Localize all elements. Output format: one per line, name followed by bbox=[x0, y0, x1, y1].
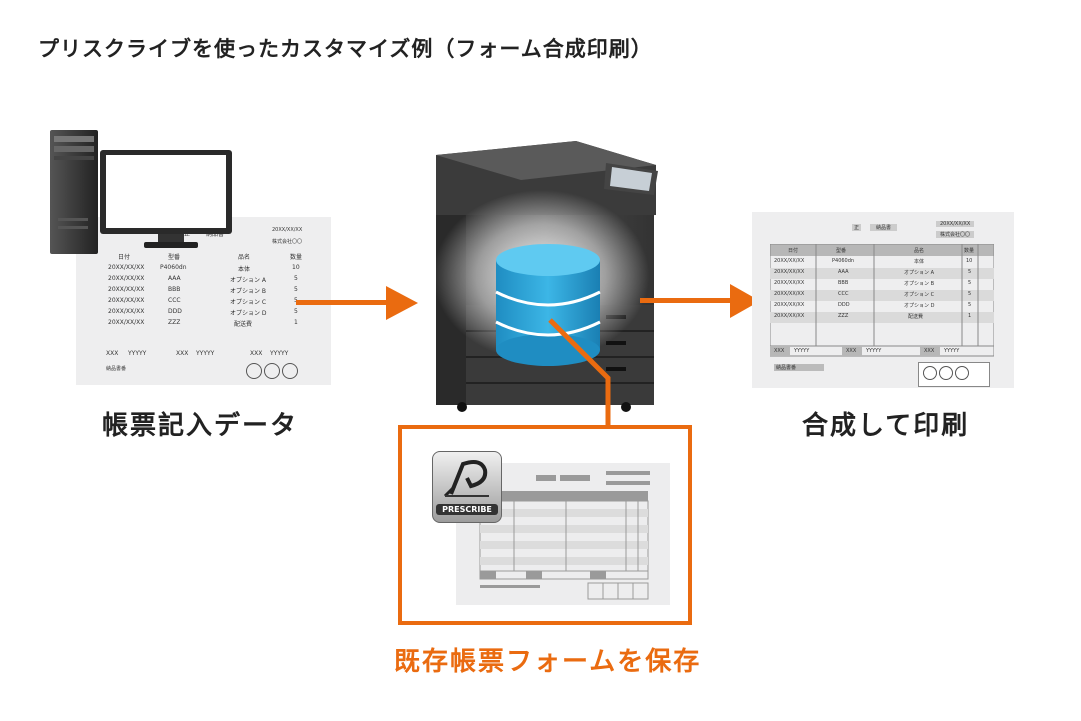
header-name: 品名 bbox=[238, 254, 251, 261]
cell: オプション A bbox=[230, 277, 267, 284]
cell: 5 bbox=[968, 280, 972, 286]
cell: ZZZ bbox=[168, 319, 181, 326]
cell: 配送費 bbox=[908, 314, 924, 320]
cell: 20XX/XX/XX bbox=[108, 275, 145, 282]
cell: オプション C bbox=[904, 292, 935, 298]
header-model: 型番 bbox=[836, 248, 847, 254]
cell: 本体 bbox=[238, 266, 251, 273]
pen-icon bbox=[443, 460, 489, 498]
data-caption: 帳票記入データ bbox=[102, 411, 299, 441]
cell: 20XX/XX/XX bbox=[108, 264, 145, 271]
footer-label: XXX bbox=[106, 350, 119, 357]
form-note: 納品書番 bbox=[774, 364, 825, 371]
cell: オプション B bbox=[904, 281, 935, 287]
cell: BBB bbox=[168, 286, 181, 293]
composed-form-sheet: 正 納品書 20XX/XX/XX 株式会社〇〇 日付 型番 品名 数量 20XX… bbox=[752, 212, 1014, 388]
footer-value: YYYYY bbox=[270, 350, 289, 357]
header-date: 日付 bbox=[118, 254, 131, 261]
arrow-right-icon bbox=[640, 284, 760, 318]
cell: 5 bbox=[294, 286, 298, 293]
cell: オプション C bbox=[230, 299, 267, 306]
cell: オプション A bbox=[904, 270, 935, 276]
header-name: 品名 bbox=[914, 248, 925, 254]
cell: P4060dn bbox=[160, 264, 187, 271]
stored-form-box: PRESCRIBE bbox=[398, 425, 692, 625]
cell: CCC bbox=[838, 291, 849, 297]
cell: 20XX/XX/XX bbox=[774, 291, 805, 297]
header-model: 型番 bbox=[168, 254, 181, 261]
cell: 20XX/XX/XX bbox=[774, 269, 805, 275]
blank-form-lines bbox=[479, 471, 650, 600]
cell: 5 bbox=[294, 275, 298, 282]
footer-label: XXX bbox=[924, 348, 935, 354]
footer-value: YYYYY bbox=[866, 348, 882, 354]
cell: オプション D bbox=[230, 310, 267, 317]
cell: BBB bbox=[838, 280, 849, 286]
cell: 20XX/XX/XX bbox=[774, 302, 805, 308]
cell: オプション D bbox=[904, 303, 935, 309]
arrow-right-icon bbox=[296, 286, 418, 320]
footer-label: XXX bbox=[774, 348, 785, 354]
print-caption: 合成して印刷 bbox=[802, 411, 970, 441]
composed-table-frame bbox=[770, 244, 994, 357]
prescribe-logo-text: PRESCRIBE bbox=[436, 504, 498, 515]
header-qty: 数量 bbox=[964, 248, 975, 254]
cell: 5 bbox=[968, 291, 972, 297]
footer-value: YYYYY bbox=[944, 348, 960, 354]
form-date: 20XX/XX/XX bbox=[272, 227, 303, 233]
form-company: 株式会社〇〇 bbox=[936, 231, 975, 238]
form-prefix: 正 bbox=[184, 231, 191, 238]
cell: 5 bbox=[294, 297, 298, 304]
footer-value: YYYYY bbox=[794, 348, 810, 354]
cell: 5 bbox=[294, 308, 298, 315]
form-prefix: 正 bbox=[852, 224, 862, 231]
cell: 20XX/XX/XX bbox=[108, 286, 145, 293]
footer-label: XXX bbox=[176, 350, 189, 357]
cell: DDD bbox=[168, 308, 182, 315]
stored-form-caption: 既存帳票フォームを保存 bbox=[394, 647, 702, 677]
cell: 20XX/XX/XX bbox=[774, 280, 805, 286]
cell: 10 bbox=[966, 258, 973, 264]
form-company: 株式会社〇〇 bbox=[272, 239, 303, 245]
cell: 20XX/XX/XX bbox=[108, 319, 145, 326]
cell: 20XX/XX/XX bbox=[774, 258, 805, 264]
footer-label: XXX bbox=[250, 350, 263, 357]
cell: 20XX/XX/XX bbox=[108, 297, 145, 304]
cell: DDD bbox=[838, 302, 850, 308]
cell: 1 bbox=[294, 319, 298, 326]
cell: 20XX/XX/XX bbox=[774, 313, 805, 319]
header-qty: 数量 bbox=[290, 254, 303, 261]
cell: 配送費 bbox=[234, 321, 253, 328]
cell: 5 bbox=[968, 269, 972, 275]
cell: 10 bbox=[292, 264, 300, 271]
cell: 20XX/XX/XX bbox=[108, 308, 145, 315]
cell: 1 bbox=[968, 313, 972, 319]
form-title: 納品書 bbox=[206, 231, 225, 238]
seal-circles bbox=[918, 362, 990, 387]
footer-label: XXX bbox=[846, 348, 857, 354]
form-title: 納品書 bbox=[870, 224, 898, 231]
prescribe-logo: PRESCRIBE bbox=[432, 451, 502, 523]
desktop-pc-icon bbox=[50, 130, 232, 254]
seal-circles bbox=[246, 363, 300, 383]
header-date: 日付 bbox=[788, 248, 799, 254]
form-date: 20XX/XX/XX bbox=[936, 221, 975, 227]
footer-value: YYYYY bbox=[128, 350, 147, 357]
cell: 本体 bbox=[914, 259, 925, 265]
page-title: プリスクライブを使ったカスタマイズ例（フォーム合成印刷） bbox=[38, 37, 653, 61]
cell: AAA bbox=[168, 275, 181, 282]
cell: P4060dn bbox=[832, 258, 855, 264]
form-note: 納品書番 bbox=[106, 366, 127, 372]
cell: オプション B bbox=[230, 288, 267, 295]
cell: ZZZ bbox=[838, 313, 849, 319]
data-form-sheet: 正 納品書 20XX/XX/XX 株式会社〇〇 日付 型番 品名 数量 20XX… bbox=[76, 217, 331, 385]
cell: 5 bbox=[968, 302, 972, 308]
footer-value: YYYYY bbox=[196, 350, 215, 357]
connector-line bbox=[548, 318, 611, 428]
cell: CCC bbox=[168, 297, 181, 304]
cell: AAA bbox=[838, 269, 849, 275]
